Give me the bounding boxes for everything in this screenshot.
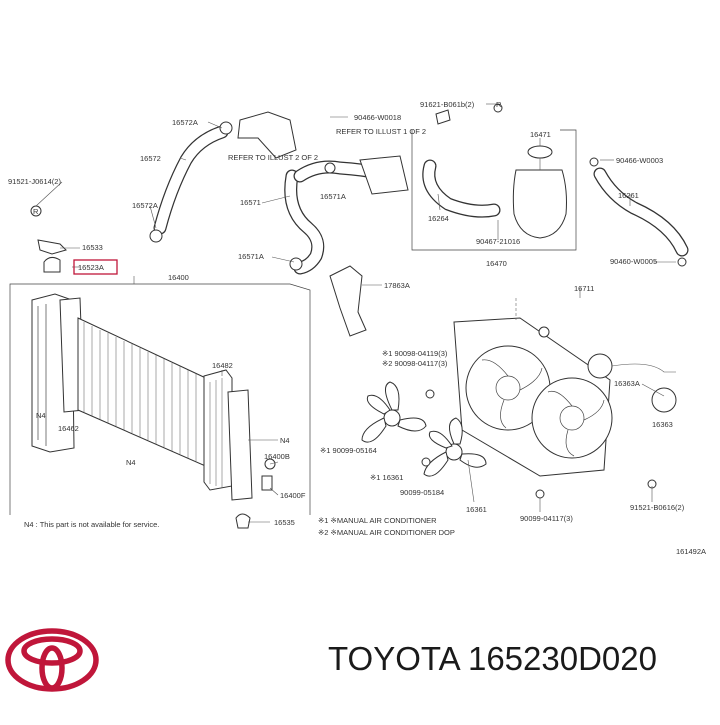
label-r-left: R xyxy=(33,207,39,216)
label-16571a-low: 16571A xyxy=(238,252,264,261)
label-91521-b: 91521-B0616(2) xyxy=(630,503,685,512)
label-16462: 16462 xyxy=(58,424,79,433)
note-x1: ※1 ※MANUAL AIR CONDITIONER xyxy=(318,516,437,525)
label-90098-b: ※2 90098-04117(3) xyxy=(382,359,448,368)
label-16400b: 16400B xyxy=(264,452,290,461)
label-16363a: 16363A xyxy=(614,379,640,388)
label-refer-a: REFER TO ILLUST 1 OF 2 xyxy=(336,127,426,136)
label-n4-c: N4 xyxy=(126,458,136,467)
fan-blade-right[interactable] xyxy=(423,417,487,477)
label-90099: ※1 90099-05164 xyxy=(320,446,377,455)
label-16361-b: 16361 xyxy=(466,505,487,514)
highlight-box xyxy=(73,259,118,275)
label-refer-b: REFER TO ILLUST 2 OF 2 xyxy=(228,153,318,162)
label-16535: 16535 xyxy=(274,518,295,527)
label-90099-c: 90099-04117(3) xyxy=(520,514,573,523)
label-16572: 16572 xyxy=(140,154,161,163)
label-91521-j0614: 91521-J0614(2) xyxy=(8,177,61,186)
label-90098-a: ※1 90098-04119(3) xyxy=(382,349,448,358)
note-n4: N4 : This part is not available for serv… xyxy=(24,520,159,529)
label-16571a: 16571A xyxy=(320,192,346,201)
label-16261: 16261 xyxy=(618,191,639,200)
label-16471: 16471 xyxy=(530,130,551,139)
fan-blade-left[interactable] xyxy=(361,381,427,443)
label-16264: 16264 xyxy=(428,214,449,223)
radiator-assembly[interactable] xyxy=(9,205,311,529)
label-90460-w0005: 90460-W0005 xyxy=(610,257,657,266)
label-16482: 16482 xyxy=(212,361,233,370)
label-r: R xyxy=(496,100,502,109)
leader-lines xyxy=(35,103,676,523)
shroud-bracket[interactable] xyxy=(329,265,367,337)
label-16711: 16711 xyxy=(574,284,594,293)
label-16363: 16363 xyxy=(652,420,673,429)
label-figure-number: 161492A xyxy=(676,547,706,556)
fan-motor[interactable] xyxy=(587,353,677,413)
fan-shroud[interactable] xyxy=(453,298,613,477)
label-90467: 90467-21016 xyxy=(476,237,520,246)
reservoir-hose[interactable] xyxy=(422,157,689,267)
part-labels: 91621-B061b(2) R 16572A 90466-W0018 REFE… xyxy=(8,100,706,556)
label-16572a-mid: 16572A xyxy=(132,201,158,210)
lower-hose[interactable] xyxy=(284,155,409,275)
label-16572a: 16572A xyxy=(172,118,198,127)
part-caption: TOYOTA 165230D020 xyxy=(328,640,657,677)
upper-hose[interactable] xyxy=(149,111,297,243)
label-90466-w0003: 90466-W0003 xyxy=(616,156,663,165)
toyota-logo-icon xyxy=(5,628,99,692)
label-16400f: 16400F xyxy=(280,491,306,500)
label-16361: ※1 16361 xyxy=(370,473,403,482)
label-16470: 16470 xyxy=(486,259,507,268)
label-16533: 16533 xyxy=(82,243,103,252)
label-16571: 16571 xyxy=(240,198,261,207)
label-90466-w0018: 90466-W0018 xyxy=(354,113,401,122)
note-x2: ※2 ※MANUAL AIR CONDITIONER DOP xyxy=(318,528,455,537)
label-n4-b: N4 xyxy=(280,436,290,445)
label-16523a: 16523A xyxy=(78,263,104,272)
reservoir-tank[interactable] xyxy=(411,103,577,251)
label-91621: 91621-B061b(2) xyxy=(420,100,475,109)
label-90099-b: 90099-05184 xyxy=(400,488,444,497)
label-n4-a: N4 xyxy=(36,411,46,420)
label-16400: 16400 xyxy=(168,273,189,282)
label-17863a: 17863A xyxy=(384,281,410,290)
